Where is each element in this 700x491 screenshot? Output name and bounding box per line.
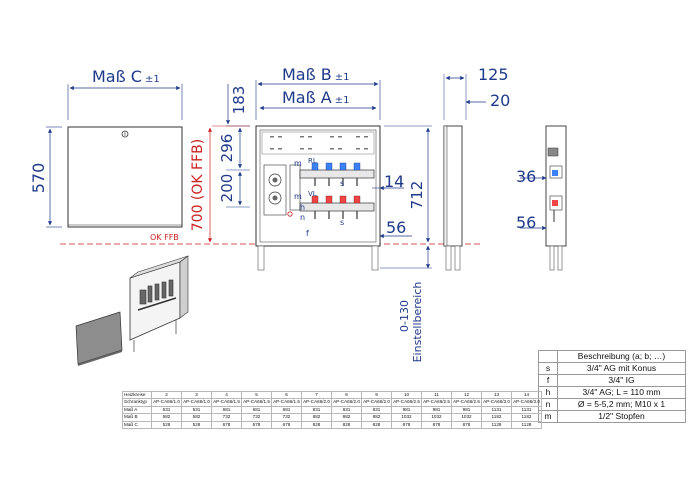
- isometric-view: [75, 255, 189, 366]
- door-front-view: Maß C±1 570: [29, 67, 183, 228]
- dim-mass-a-label: Maß A: [282, 88, 332, 107]
- label-h: h: [300, 203, 305, 212]
- dim-14: 14: [384, 172, 404, 191]
- dim-56-side: 56: [516, 213, 536, 232]
- cabinet-front-view: RL VL m m s s h n f Maß B±1 Maß A±1 183 …: [190, 65, 432, 362]
- cabinet-section-view: 36 56: [516, 125, 567, 271]
- sizes-row: Maß B 582 582 732 732 732 882 882 882 10…: [122, 413, 542, 422]
- label-n: n: [300, 213, 305, 222]
- label-m-bottom: m: [294, 192, 302, 201]
- flow-valves: [311, 195, 361, 219]
- sizes-header-row: Heizkreise 2 3 4 5 6 7 8 9 10 11 12 13 1…: [122, 390, 542, 400]
- label-vl: VL: [308, 190, 317, 198]
- label-rl: RL: [308, 157, 317, 165]
- sizes-row: Schranktyp AP-CA66/1.0 AP-CA66/1.0 AP-CA…: [122, 398, 542, 407]
- dim-range: 0-130: [398, 300, 411, 332]
- label-s-top: s: [340, 179, 344, 188]
- sizes-row: Maß A 531 531 681 681 681 831 831 831 98…: [122, 405, 542, 415]
- dim-tolerance: ±1: [145, 74, 160, 85]
- dim-700-ok-ffb: 700 (OK FFB): [190, 139, 206, 231]
- sizes-row: Maß C 528 528 678 678 678 828 828 828 87…: [122, 420, 542, 430]
- cabinet-side-view: 125 20: [443, 65, 510, 271]
- dim-einstellbereich: Einstellbereich: [411, 282, 424, 363]
- label-s-bottom: s: [340, 218, 344, 227]
- svg-text:Maß B±1: Maß B±1: [282, 65, 350, 84]
- svg-text:Maß A±1: Maß A±1: [282, 88, 349, 107]
- dim-183: 183: [230, 86, 248, 115]
- label-m-top: m: [294, 159, 302, 168]
- dim-570: 570: [29, 163, 48, 194]
- dim-tolerance-a: ±1: [335, 95, 350, 106]
- dim-mass-b-label: Maß B: [282, 65, 332, 84]
- dim-712: 712: [408, 181, 426, 210]
- dim-200: 200: [218, 174, 236, 203]
- dim-20: 20: [490, 91, 510, 110]
- ok-ffb-label: OK FFB: [150, 233, 179, 242]
- dim-36: 36: [516, 167, 536, 186]
- label-f: f: [306, 229, 309, 238]
- sizes-table: Heizkreise 2 3 4 5 6 7 8 9 10 11 12 13 1…: [122, 390, 542, 430]
- dim-mass-c-label: Maß C: [92, 67, 142, 86]
- dim-125: 125: [478, 65, 509, 84]
- return-valves: [311, 162, 361, 186]
- dim-tolerance-b: ±1: [335, 72, 350, 83]
- dim-56: 56: [386, 218, 406, 237]
- legend-header: Beschreibung (a; b; …): [557, 350, 686, 363]
- dim-296: 296: [218, 134, 236, 163]
- svg-text:Maß C±1: Maß C±1: [92, 67, 160, 86]
